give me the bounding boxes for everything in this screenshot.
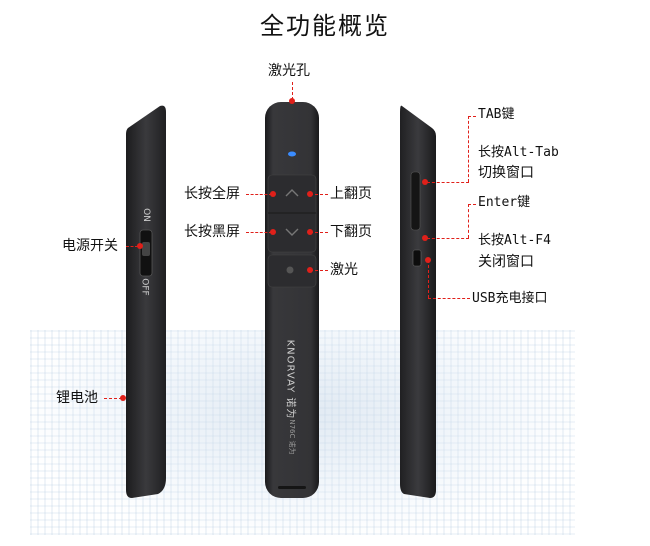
leader-page-down xyxy=(310,232,328,233)
marker-hold-blackscreen xyxy=(270,229,276,235)
leader-hold-fullscreen xyxy=(246,194,272,195)
label-power-switch: 电源开关 xyxy=(62,238,118,254)
label-switch-window: 切换窗口 xyxy=(478,165,534,181)
marker-tab xyxy=(422,179,428,185)
leader-power-switch xyxy=(126,246,138,247)
chevron-up-icon xyxy=(285,189,299,197)
label-hold-alt-f4: 长按Alt-F4 xyxy=(478,233,551,248)
marker-usb xyxy=(425,257,431,263)
leader-tab xyxy=(427,182,469,183)
label-tab-key: TAB键 xyxy=(478,107,515,122)
leader-laser-hole xyxy=(292,82,293,100)
leader-enter-vertical xyxy=(468,204,469,238)
page-title: 全功能概览 xyxy=(260,12,390,40)
label-hold-blackscreen: 长按黑屏 xyxy=(184,224,240,240)
leader-laser xyxy=(310,270,328,271)
label-hold-fullscreen: 长按全屏 xyxy=(184,186,240,202)
label-close-window: 关闭窗口 xyxy=(478,254,534,270)
marker-lithium-battery xyxy=(120,395,126,401)
center-device xyxy=(265,102,319,498)
leader-lithium-battery xyxy=(104,398,122,399)
tab-enter-rocker xyxy=(410,171,421,231)
chevron-down-icon xyxy=(285,228,299,236)
label-usb-port: USB充电接口 xyxy=(472,291,548,306)
leader-enter-top xyxy=(468,204,476,205)
label-enter-key: Enter键 xyxy=(478,195,531,210)
leader-tab-vertical xyxy=(468,116,469,182)
marker-hold-fullscreen xyxy=(270,191,276,197)
label-laser: 激光 xyxy=(330,262,358,278)
leader-usb-vertical xyxy=(428,260,429,298)
switch-off-text: OFF xyxy=(139,278,150,296)
usb-port-icon xyxy=(412,249,422,267)
label-laser-hole: 激光孔 xyxy=(268,63,310,79)
marker-page-down xyxy=(307,229,313,235)
leader-usb xyxy=(428,298,470,299)
marker-enter xyxy=(422,235,428,241)
led-indicator xyxy=(288,151,296,157)
label-page-up: 上翻页 xyxy=(330,186,372,202)
label-page-down: 下翻页 xyxy=(330,224,372,240)
laser-dot-icon xyxy=(286,266,294,274)
label-hold-alt-tab: 长按Alt-Tab xyxy=(478,145,559,160)
leader-enter xyxy=(427,238,469,239)
marker-laser-hole xyxy=(289,98,295,104)
leader-page-up xyxy=(310,194,328,195)
marker-laser xyxy=(307,267,313,273)
leader-hold-blackscreen xyxy=(246,232,272,233)
model-text: N76C 诺为 xyxy=(288,419,296,455)
leader-tab-top xyxy=(468,116,476,117)
marker-power-switch xyxy=(137,243,143,249)
label-lithium-battery: 锂电池 xyxy=(56,390,98,406)
right-side-device xyxy=(400,105,436,498)
left-side-device xyxy=(126,105,166,498)
switch-on-text: ON xyxy=(140,208,151,222)
marker-page-up xyxy=(307,191,313,197)
